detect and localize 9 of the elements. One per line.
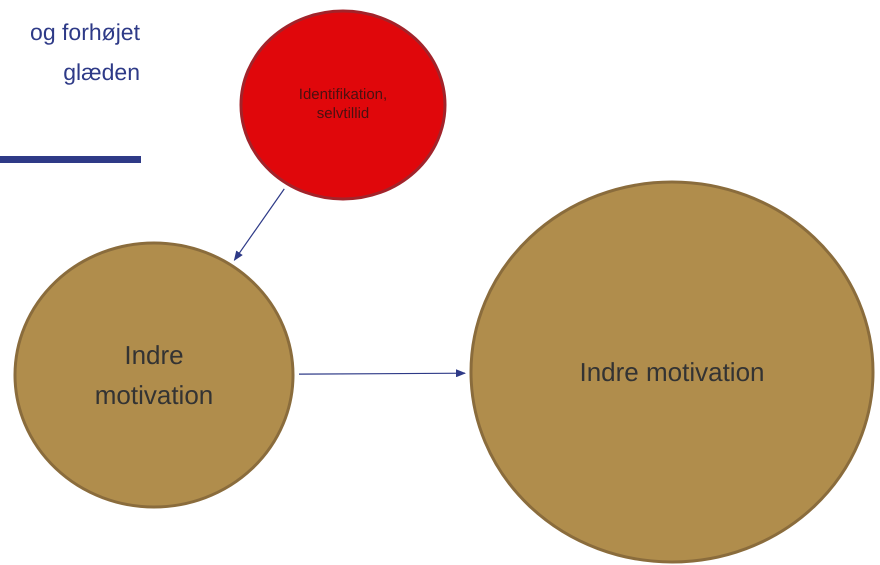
arrow — [299, 369, 466, 378]
node-label: Indre motivation — [94, 339, 214, 412]
circle — [14, 242, 294, 508]
circle — [470, 180, 874, 564]
arrow — [234, 188, 285, 261]
circle — [240, 10, 446, 200]
node-label: Identifikation, selvtillid — [298, 86, 388, 124]
slide-text: og forhøjet glæden — [29, 18, 140, 87]
node-label: Indre motivation — [580, 356, 764, 388]
